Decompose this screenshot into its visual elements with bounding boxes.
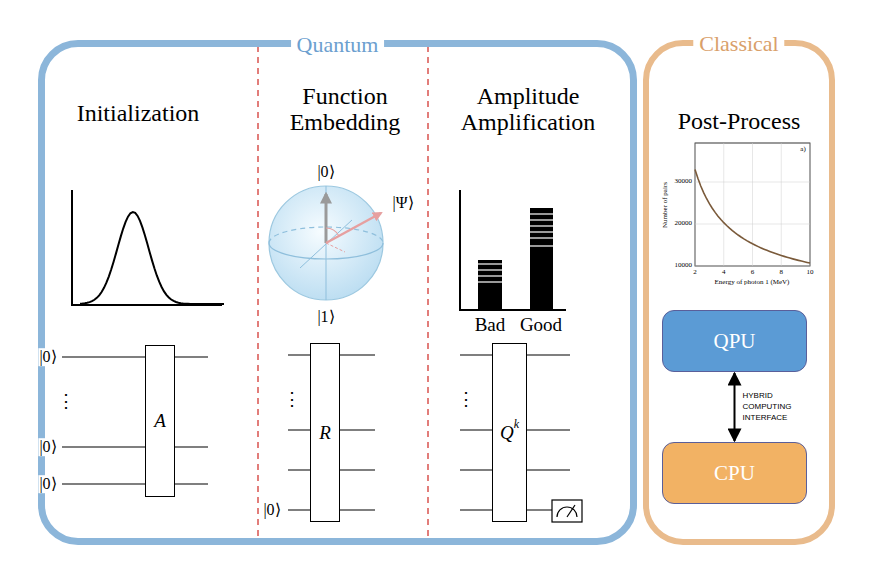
tick-label: 30000 (675, 178, 693, 186)
energy-plot (695, 143, 810, 266)
process-box: QPU (662, 310, 807, 372)
section-heading: Amplitude Amplification (448, 83, 608, 136)
bar-label: Bad (475, 315, 506, 336)
section-heading: Initialization (77, 100, 200, 126)
separator (427, 46, 429, 540)
gate-label: R (319, 422, 331, 444)
bloch-sphere (269, 186, 383, 300)
panel-title: Classical (693, 31, 784, 57)
measurement-symbol (552, 500, 582, 522)
tick-label: 8 (780, 269, 784, 277)
gate-label: Q (500, 422, 514, 444)
ket-label: |0⟩ (38, 348, 57, 366)
edge-label: HYBRID COMPUTING INTERFACE (743, 391, 805, 423)
processor-label: QPU (713, 329, 755, 354)
tick-label: 10 (807, 269, 814, 277)
tick-label: 4 (722, 269, 726, 277)
separator (257, 46, 259, 540)
processor-label: CPU (714, 461, 755, 486)
ellipsis: ⋮ (457, 390, 475, 410)
ket-label: |0⟩ (316, 163, 335, 181)
bar-chart (460, 190, 566, 310)
section-heading: Function Embedding (280, 83, 410, 136)
ket-label: |0⟩ (38, 475, 57, 493)
section-heading: Post-Process (678, 108, 801, 135)
ellipsis: ⋮ (57, 392, 75, 412)
gate-label: A (154, 410, 166, 432)
panel-title: Quantum (291, 32, 385, 58)
gaussian-plot (72, 190, 224, 305)
axis-title: Number of pairs (662, 182, 670, 228)
ket-label: |0⟩ (262, 501, 281, 519)
plot-panel-label: a) (800, 146, 805, 154)
classical-panel: QPUCPUClassicalPost-Process (643, 40, 835, 545)
gate-box: A (145, 345, 175, 497)
process-box: CPU (662, 442, 807, 504)
gate-box: Qk (492, 343, 527, 522)
ket-label: |0⟩ (38, 438, 57, 456)
tick-label: 20000 (675, 220, 693, 228)
tick-label: 2 (693, 269, 697, 277)
ket-label: |Ψ⟩ (391, 194, 414, 212)
gate-box: R (310, 343, 340, 522)
ellipsis: ⋮ (283, 390, 301, 410)
bar-label: Good (520, 315, 562, 336)
gate-superscript: k (514, 417, 519, 432)
tick-label: 6 (751, 269, 755, 277)
axis-title: Energy of photon 1 (MeV) (715, 279, 790, 287)
double-arrow (734, 373, 736, 441)
ket-label: |1⟩ (316, 308, 335, 326)
tick-label: 10000 (675, 262, 693, 270)
